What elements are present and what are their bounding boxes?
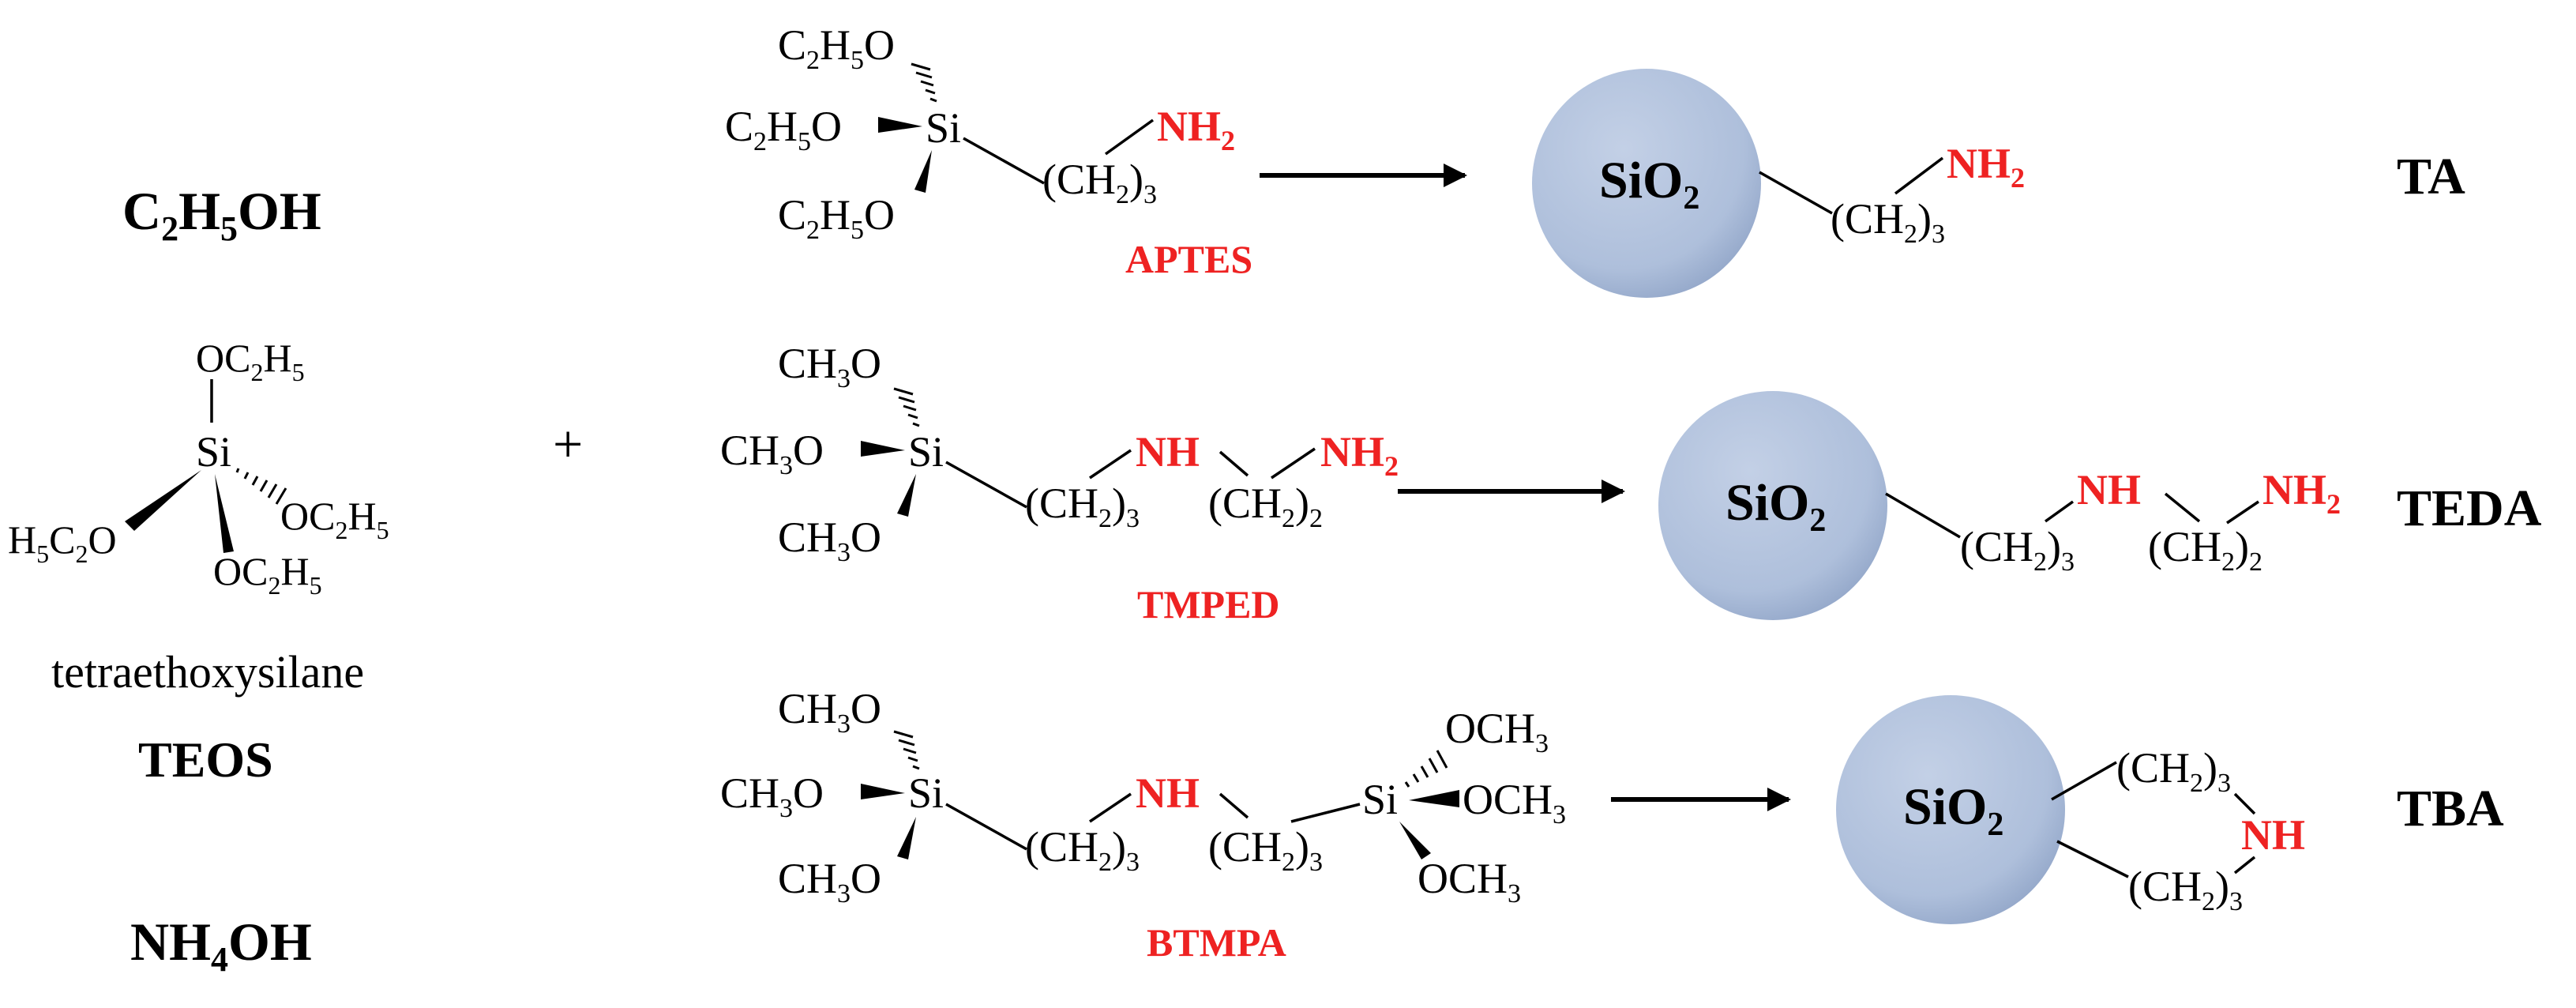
tba-chain2: (CH2)3 [2128, 863, 2243, 916]
teos-name: tetraethoxysilane [51, 646, 364, 698]
teos-si: Si [196, 428, 231, 476]
svg-text:NH4OH: NH4OH [130, 912, 312, 979]
aptes-amine: NH2 [1157, 103, 1235, 156]
teda-sphere [1658, 391, 1887, 620]
product-teda: SiO2 (CH2)3 NH (CH2)2 NH2 TEDA [1658, 391, 2542, 620]
teos-hash-right [235, 468, 287, 505]
btmpa-methoxy-right-top: OCH3 [1445, 705, 1549, 758]
btmpa-methoxy-top: CH3O [778, 685, 881, 739]
tmped-nh: NH [1136, 428, 1200, 476]
ta-amine: NH2 [1947, 140, 2025, 194]
btmpa-si-left: Si [908, 769, 944, 817]
tba-nh: NH [2241, 811, 2305, 859]
ta-sphere-label: SiO2 [1599, 152, 1699, 216]
teda-sphere-label: SiO2 [1725, 474, 1826, 539]
btmpa-si-right: Si [1362, 776, 1398, 823]
teos-left-group: H5C2O [8, 517, 117, 568]
tmped-si: Si [908, 428, 944, 476]
tba-chain1: (CH2)3 [2116, 744, 2231, 798]
btmpa-nh: NH [1136, 769, 1200, 817]
teos-right-group: OC2H5 [280, 494, 389, 544]
aptes-ethoxy-left: C2H5O [725, 103, 842, 156]
btmpa-hash-up [893, 730, 920, 770]
btmpa-chain2: (CH2)3 [1208, 823, 1323, 877]
teos-abbr: TEOS [138, 732, 273, 788]
btmpa-methoxy-left: CH3O [720, 769, 824, 823]
btmpa-hash-right-up [1404, 750, 1448, 788]
btmpa-wedge-down [897, 817, 916, 859]
tmped-methoxy-left: CH3O [720, 427, 824, 480]
tmped-methoxy-bottom: CH3O [778, 513, 881, 567]
teda-label: TEDA [2397, 480, 2542, 537]
aptes-si: Si [926, 104, 961, 152]
aptes-label: APTES [1125, 237, 1252, 281]
btmpa-methoxy-bottom: CH3O [778, 855, 881, 908]
tmped-chain2: (CH2)2 [1208, 480, 1323, 533]
aptes-hash-up [911, 62, 937, 103]
aptes-chain1: (CH2)3 [1042, 156, 1157, 209]
silane-tmped: CH3O CH3O CH3O Si (CH2)3 NH (CH2)2 NH [720, 340, 1399, 626]
teos-wedge-left [125, 470, 201, 531]
teda-nh: NH [2077, 466, 2141, 513]
btmpa-methoxy-right-mid: OCH3 [1463, 776, 1566, 829]
btmpa-wedge-left [861, 784, 905, 799]
ta-sphere [1532, 69, 1761, 298]
silane-aptes: C2H5O C2H5O C2H5O Si (CH2)3 NH2 APTES [725, 21, 1252, 281]
teos-top-group: OC2H5 [196, 336, 305, 386]
btmpa-wedge-right-down [1399, 822, 1431, 859]
tmped-amine: NH2 [1320, 428, 1399, 482]
teda-amine: NH2 [2262, 466, 2341, 520]
tmped-label: TMPED [1137, 582, 1280, 626]
btmpa-label: BTMPA [1147, 920, 1286, 965]
tmped-methoxy-top: CH3O [778, 340, 881, 393]
teda-chain1: (CH2)3 [1960, 523, 2075, 577]
tmped-wedge-left [861, 441, 905, 457]
tba-sphere [1836, 695, 2065, 924]
teda-chain2: (CH2)2 [2148, 523, 2262, 577]
ethanol-formula: C2H5OH [122, 181, 321, 248]
teos-structure: OC2H5 Si OC2H5 H5C2O OC2H5 [8, 336, 389, 600]
aptes-ethoxy-bottom: C2H5O [778, 191, 895, 245]
btmpa-wedge-right [1409, 790, 1459, 807]
ta-chain1: (CH2)3 [1831, 195, 1945, 249]
tmped-wedge-down [897, 474, 916, 517]
tmped-chain1: (CH2)3 [1025, 480, 1140, 533]
tba-sphere-label: SiO2 [1903, 778, 2003, 843]
svg-text:C2H5OH: C2H5OH [122, 181, 321, 248]
teos-bottom-group: OC2H5 [213, 549, 322, 600]
silane-btmpa: CH3O CH3O CH3O Si (CH2)3 NH (CH2)3 Si [720, 685, 1566, 965]
ammonia-formula: NH4OH [130, 912, 312, 979]
aptes-wedge-left [878, 117, 922, 133]
plus-sign: + [553, 414, 583, 474]
ta-label: TA [2397, 148, 2465, 205]
aptes-wedge-down [914, 150, 932, 193]
aptes-ethoxy-top: C2H5O [778, 21, 895, 75]
product-ta: SiO2 (CH2)3 NH2 TA [1532, 69, 2465, 298]
btmpa-chain1: (CH2)3 [1025, 823, 1140, 877]
tba-label: TBA [2397, 780, 2504, 837]
product-tba: SiO2 (CH2)3 (CH2)3 NH TBA [1836, 695, 2504, 924]
tmped-hash-up [893, 387, 920, 427]
teos-wedge-bottom [215, 474, 234, 553]
btmpa-methoxy-right-bottom: OCH3 [1418, 855, 1521, 908]
